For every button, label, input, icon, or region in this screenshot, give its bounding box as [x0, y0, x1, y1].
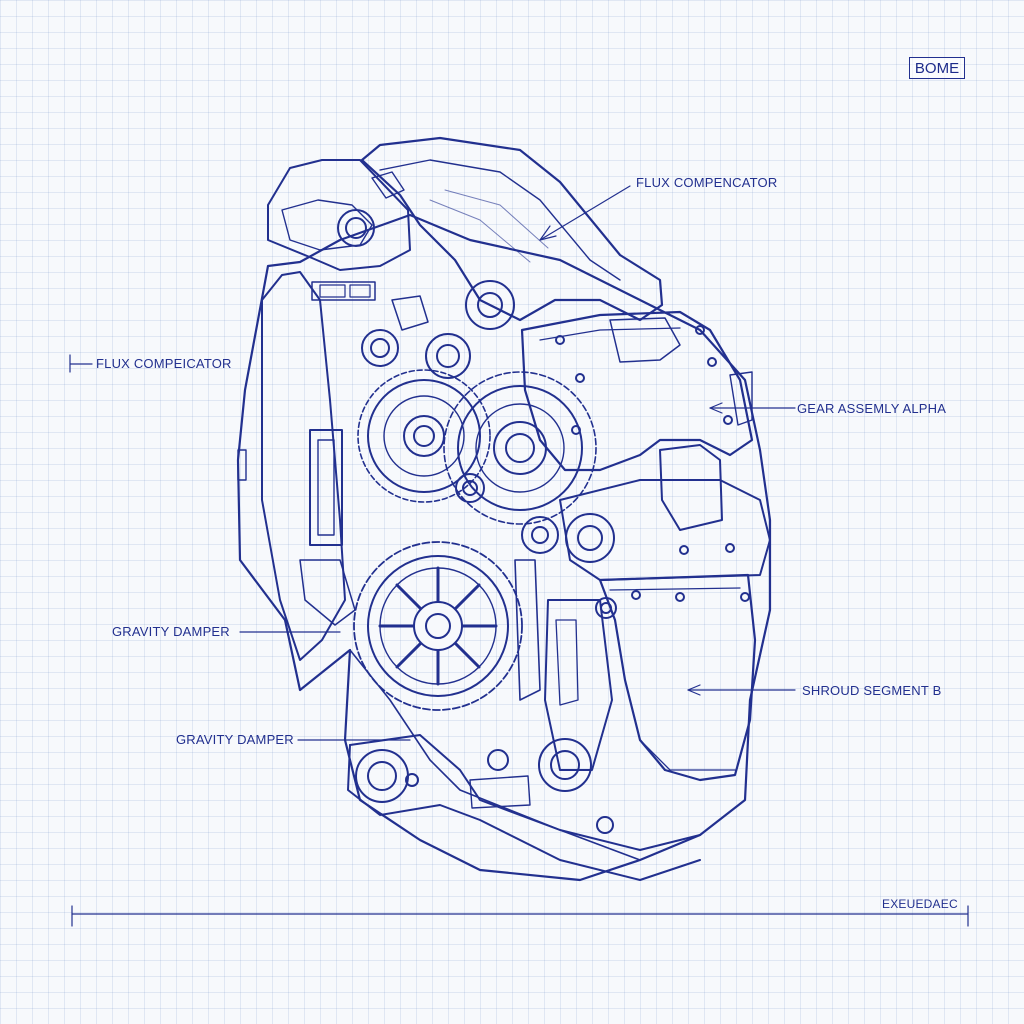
gear-train	[353, 295, 597, 711]
dimension-line	[71, 905, 969, 927]
linkage-arm	[347, 597, 701, 881]
stamp-box: BOME	[909, 57, 965, 79]
top-cover	[360, 136, 664, 330]
shoulder-block	[267, 159, 411, 301]
housing-outline	[236, 213, 772, 882]
shroud-segment	[544, 479, 771, 782]
label-gravity-damper-2: GRAVITY DAMPER	[176, 732, 294, 747]
label-shroud-segment-b: SHROUD SEGMENT B	[802, 683, 942, 698]
clamp-plate	[520, 310, 754, 531]
label-gear-assembly-alpha: GEAR ASSEMLY ALPHA	[797, 401, 947, 416]
label-gravity-damper-1: GRAVITY DAMPER	[112, 624, 230, 639]
leader-lines	[69, 185, 796, 741]
sheet-code: EXEUEDAEC	[882, 897, 958, 911]
label-flux-compensator-top: FLUX COMPENCATOR	[636, 175, 778, 190]
label-flux-compensator-left: FLUX COMPEICATOR	[96, 356, 232, 371]
